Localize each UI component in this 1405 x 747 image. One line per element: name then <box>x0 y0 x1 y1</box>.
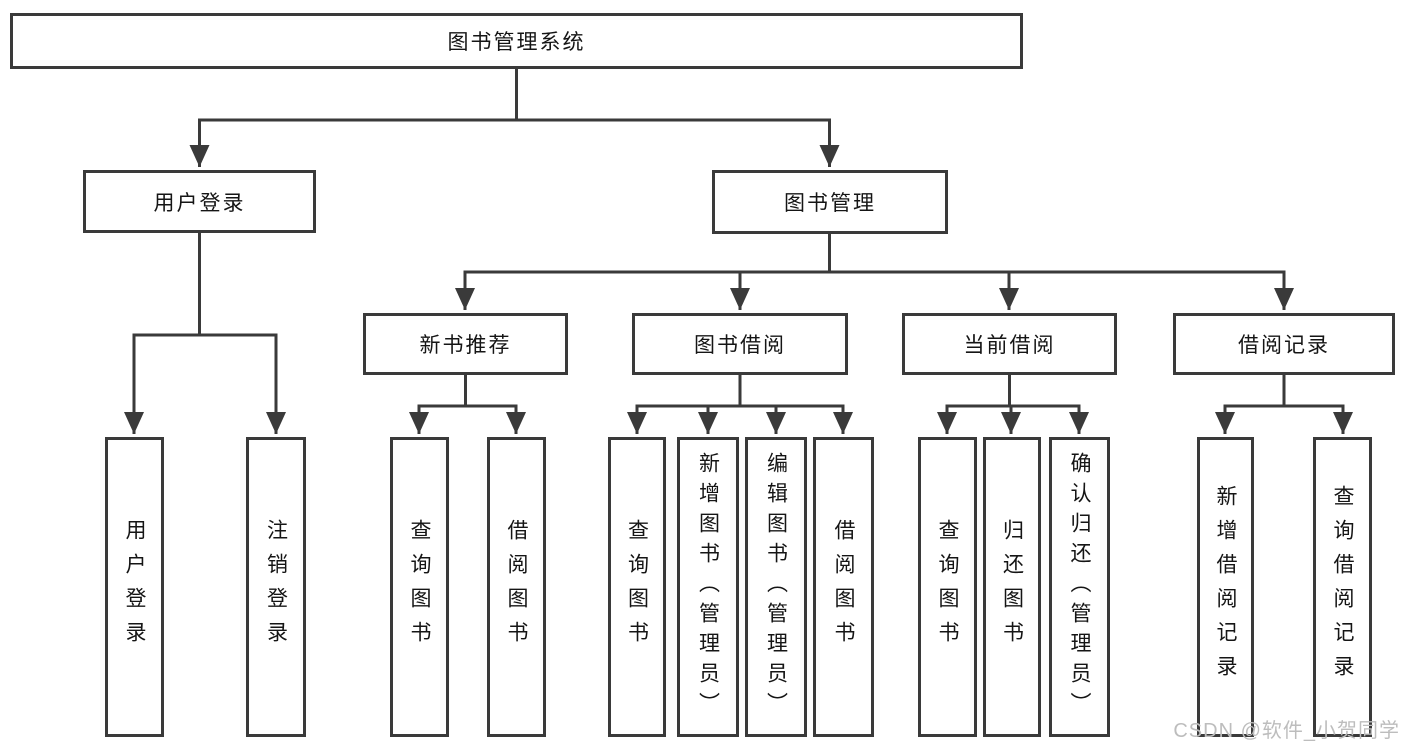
node-book-borrowing: 图书借阅 <box>632 313 848 375</box>
leaf-label: 归还图书 <box>1000 519 1024 655</box>
node-borrowing-records: 借阅记录 <box>1173 313 1395 375</box>
leaf-label: 新增图书（管理员） <box>696 452 720 722</box>
leaf-confirm-return-admin: 确认归还（管理员） <box>1049 437 1110 737</box>
leaf-label: 查询图书 <box>625 519 649 655</box>
leaf-edit-books-admin: 编辑图书（管理员） <box>745 437 807 737</box>
node-user-login: 用户登录 <box>83 170 316 233</box>
leaf-label: 确认归还（管理员） <box>1068 452 1091 722</box>
node-current-borrowing: 当前借阅 <box>902 313 1117 375</box>
leaf-add-borrow-record: 新增借阅记录 <box>1197 437 1254 737</box>
leaf-label: 查询图书 <box>936 519 959 655</box>
leaf-label: 编辑图书（管理员） <box>764 452 788 722</box>
edge-root-to-level2 <box>189 68 840 167</box>
csdn-watermark: CSDN @软件_小贺同学 <box>1173 720 1400 742</box>
node-new-book-recommend: 新书推荐 <box>363 313 568 375</box>
node-book-management: 图书管理 <box>712 170 948 234</box>
edge-book-management-to-level3 <box>455 233 1294 310</box>
leaf-label: 查询图书 <box>408 519 431 655</box>
leaf-user-login: 用户登录 <box>105 437 164 737</box>
edge-new-book-recommend-to-leaves <box>409 374 526 434</box>
leaf-borrow-books-1: 借阅图书 <box>487 437 546 737</box>
edge-borrowing-records-to-leaves <box>1215 374 1353 434</box>
leaf-label: 借阅图书 <box>832 519 855 655</box>
leaf-label: 注销登录 <box>264 519 288 655</box>
leaf-query-borrow-record: 查询借阅记录 <box>1313 437 1372 737</box>
leaf-label: 用户登录 <box>123 519 146 655</box>
leaf-label: 查询借阅记录 <box>1331 485 1354 689</box>
leaf-add-books-admin: 新增图书（管理员） <box>677 437 739 737</box>
leaf-borrow-books-2: 借阅图书 <box>813 437 874 737</box>
leaf-query-books-2: 查询图书 <box>608 437 666 737</box>
node-book-management-system: 图书管理系统 <box>10 13 1023 69</box>
leaf-label: 新增借阅记录 <box>1214 485 1237 689</box>
leaf-label: 借阅图书 <box>505 519 528 655</box>
leaf-return-books: 归还图书 <box>983 437 1041 737</box>
leaf-logout: 注销登录 <box>246 437 306 737</box>
leaf-query-books-1: 查询图书 <box>390 437 449 737</box>
edge-user-login-to-leaves <box>124 232 286 434</box>
edge-current-borrowing-to-leaves <box>937 374 1089 434</box>
leaf-query-books-3: 查询图书 <box>918 437 977 737</box>
edge-book-borrowing-to-leaves <box>627 374 853 434</box>
